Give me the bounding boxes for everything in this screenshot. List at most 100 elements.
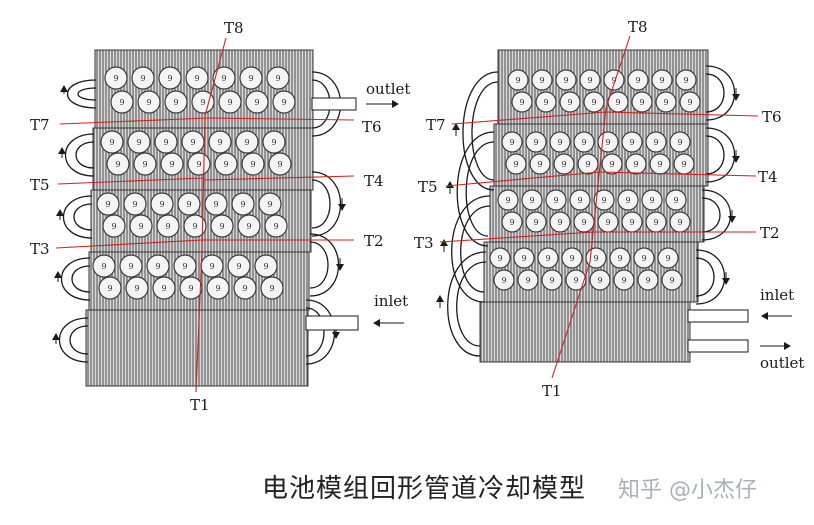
right-probe-lines [439, 35, 759, 379]
battery-cell [241, 152, 265, 176]
battery-cell-mark: 9 [134, 284, 139, 293]
battery-cell-mark: 9 [591, 98, 596, 107]
battery-cell [501, 131, 523, 153]
right-probe-t7 [451, 111, 607, 125]
battery-cell [96, 192, 120, 216]
left-loop-7 [61, 257, 91, 301]
left-loop-4-inner [311, 179, 331, 229]
left-probe-t3 [55, 239, 203, 249]
left-label-t1: T1 [190, 396, 210, 414]
battery-cell [545, 189, 567, 211]
battery-cell-mark: 9 [653, 138, 658, 147]
left-label-t8: T8 [224, 19, 244, 37]
battery-cell-mark: 9 [635, 76, 640, 85]
battery-cell-mark: 9 [140, 74, 145, 83]
battery-cell [569, 189, 591, 211]
battery-cell-mark: 9 [128, 262, 133, 271]
battery-cell [208, 130, 232, 154]
right-label-t1: T1 [542, 382, 562, 400]
battery-cell [675, 69, 697, 91]
battery-cell [537, 247, 559, 269]
battery-cell [231, 192, 255, 216]
battery-cell [651, 69, 673, 91]
left-loop-4 [311, 171, 342, 237]
battery-cell-mark: 9 [190, 138, 195, 147]
battery-cell-mark: 9 [167, 74, 172, 83]
left-label-t7: T7 [30, 116, 50, 134]
battery-cell [227, 254, 251, 278]
battery-cell [665, 189, 687, 211]
battery-cell-mark: 9 [681, 160, 686, 169]
battery-cell-mark: 9 [641, 254, 646, 263]
battery-cell [110, 90, 134, 114]
battery-cell [210, 214, 234, 238]
left-loop-5 [63, 195, 93, 239]
battery-cell-mark: 9 [113, 74, 118, 83]
battery-cell [233, 276, 257, 300]
battery-cell [214, 152, 238, 176]
battery-cell [561, 247, 583, 269]
battery-cell [549, 211, 571, 233]
left-loop-5-inner [73, 203, 93, 231]
battery-cell [497, 189, 519, 211]
battery-cell-mark: 9 [545, 254, 550, 263]
battery-cell-mark: 9 [242, 284, 247, 293]
battery-cell [573, 131, 595, 153]
battery-cell-mark: 9 [200, 98, 205, 107]
battery-cell [535, 91, 557, 113]
left-loop-9-inner [305, 307, 325, 357]
battery-cell-mark: 9 [529, 196, 534, 205]
battery-cell-mark: 9 [629, 218, 634, 227]
battery-cell-mark: 9 [687, 98, 692, 107]
battery-cell [521, 189, 543, 211]
battery-cell-mark: 9 [109, 138, 114, 147]
battery-cell [617, 189, 639, 211]
battery-cell-mark: 9 [155, 262, 160, 271]
left-label-t4: T4 [364, 172, 384, 190]
battery-cell [531, 69, 553, 91]
right-loop-1-inner [705, 73, 725, 113]
battery-cell-mark: 9 [639, 98, 644, 107]
battery-cell-mark: 9 [605, 138, 610, 147]
battery-cell-mark: 9 [182, 262, 187, 271]
battery-cell [583, 91, 605, 113]
battery-cell [239, 66, 263, 90]
left-loop-3-inner [75, 141, 95, 169]
battery-cell [513, 247, 535, 269]
battery-cell-mark: 9 [107, 284, 112, 293]
left-inlet-outlet: outlet inlet [305, 80, 410, 331]
battery-cell [541, 269, 563, 291]
battery-cell-mark: 9 [497, 254, 502, 263]
battery-cell-mark: 9 [269, 284, 274, 293]
battery-cell-mark: 9 [601, 196, 606, 205]
battery-cell-mark: 9 [677, 218, 682, 227]
battery-cell [625, 153, 647, 175]
left-loop-9 [305, 299, 336, 365]
battery-cell-mark: 9 [581, 138, 586, 147]
battery-cell [577, 153, 599, 175]
battery-cell-mark: 9 [581, 218, 586, 227]
battery-cell-mark: 9 [585, 160, 590, 169]
right-label-t5: T5 [418, 178, 438, 196]
battery-cell [266, 66, 290, 90]
battery-cell-mark: 9 [215, 284, 220, 293]
battery-cell-mark: 9 [539, 76, 544, 85]
battery-cell-mark: 9 [281, 98, 286, 107]
right-loop-4-inner [465, 141, 495, 237]
battery-cell-mark: 9 [513, 160, 518, 169]
battery-cell [158, 66, 182, 90]
battery-cell-mark: 9 [505, 196, 510, 205]
battery-cell-mark: 9 [263, 262, 268, 271]
battery-cell [258, 192, 282, 216]
battery-cell [631, 91, 653, 113]
battery-cell [609, 247, 631, 269]
battery-cell-mark: 9 [194, 74, 199, 83]
left-label-t5: T5 [30, 176, 50, 194]
battery-cell [553, 153, 575, 175]
battery-cell-mark: 9 [186, 200, 191, 209]
right-probe-t4 [599, 171, 757, 177]
right-outlet-label: outlet [760, 354, 804, 372]
battery-cell-mark: 9 [625, 196, 630, 205]
